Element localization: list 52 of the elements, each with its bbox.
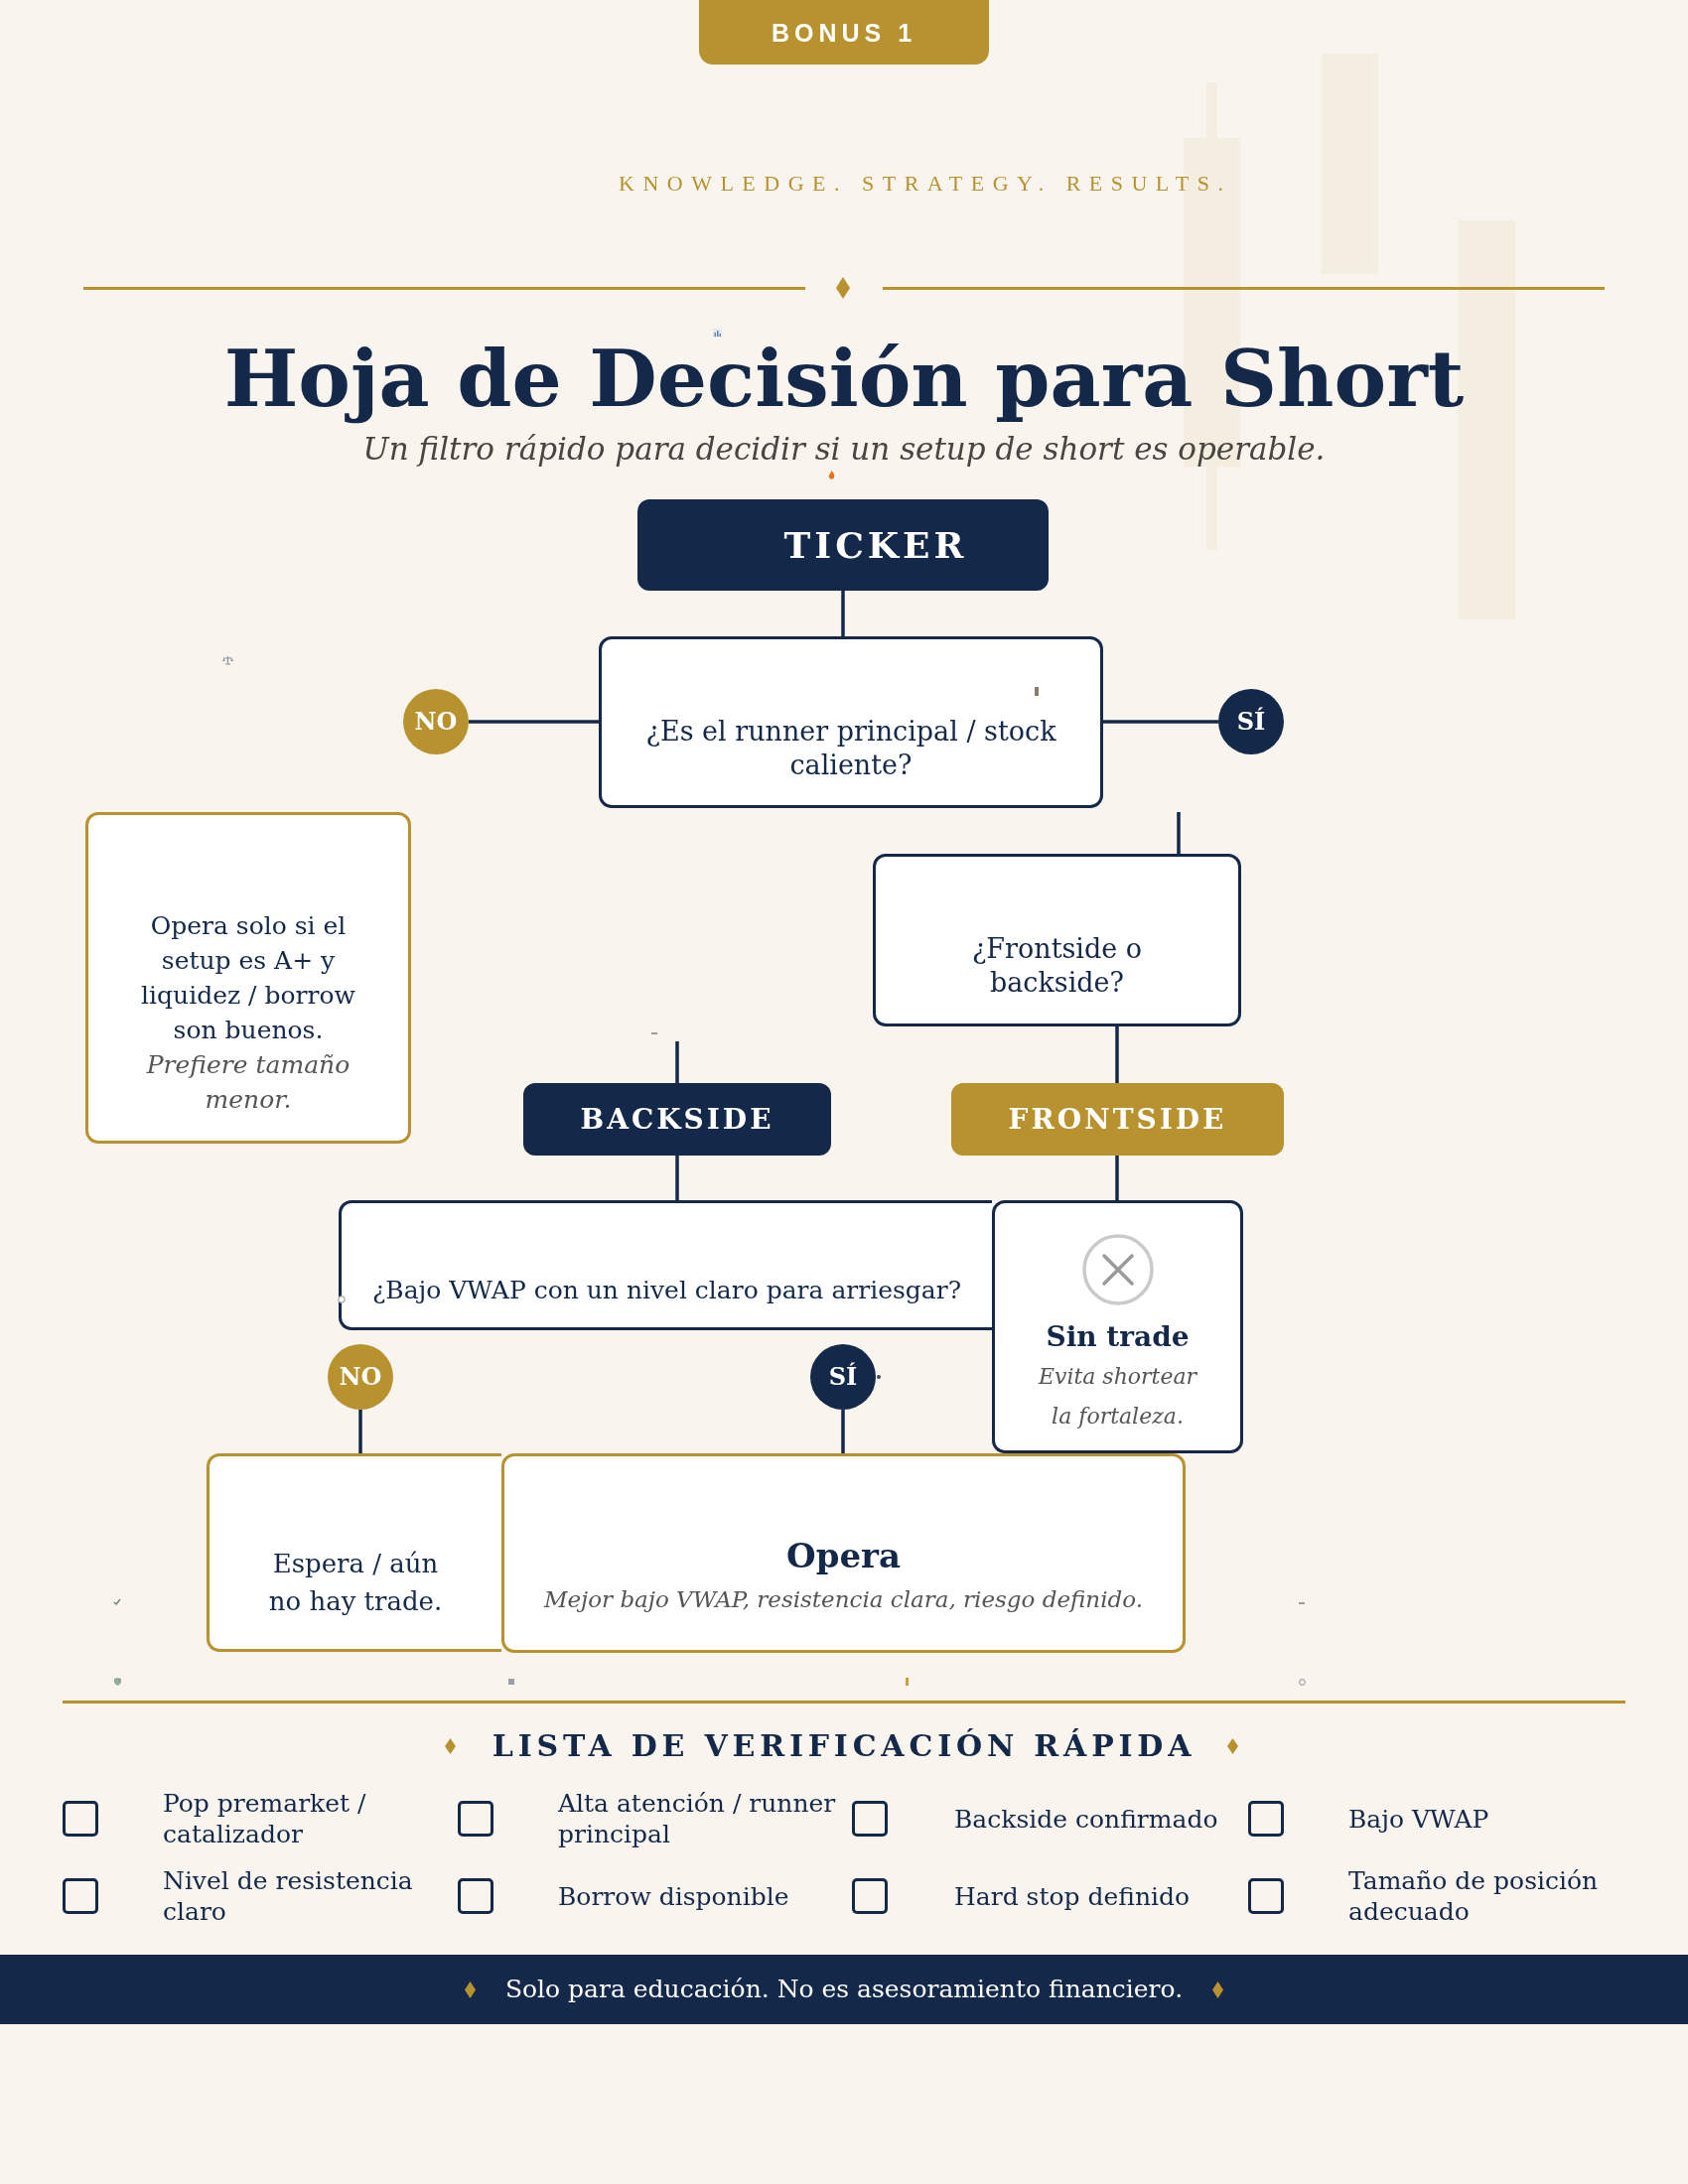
question-text: ¿Bajo VWAP con un nivel claro para arriesgar? (371, 1275, 962, 1306)
checklist-item: Tamaño de posición adecuado (1348, 1865, 1600, 1927)
answer-label: NO (414, 707, 458, 737)
outcome-card (207, 1453, 501, 1652)
disclaimer-text: Solo para educación. No es asesoramiento financiero. (504, 1974, 1184, 2005)
box-label: FRONTSIDE (1008, 1101, 1227, 1138)
connector-line (1103, 720, 1218, 724)
outcome-title: Sin trade (1046, 1319, 1190, 1355)
decision-box (599, 636, 1103, 808)
outcome-text: Espera / aún no hay trade. (267, 1548, 444, 1618)
note-text: Prefiere tamaño menor. (145, 1049, 352, 1116)
outcome-card (992, 1200, 1243, 1453)
connector-line (469, 720, 599, 724)
box-label: TICKER (783, 523, 968, 567)
start-box (637, 499, 1049, 591)
outcome-card (501, 1453, 1186, 1653)
checklist-item: Borrow disponible (558, 1880, 789, 1912)
box-label: BACKSIDE (580, 1101, 774, 1138)
question-text: ¿Frontside o backside? (970, 932, 1144, 1000)
decision-box (339, 1200, 992, 1330)
answer-label: NO (339, 1362, 382, 1392)
connector-line (841, 591, 845, 636)
page-title: Hoja de Decisión para Short (223, 340, 1465, 427)
checklist-item: Pop premarket / catalizador (163, 1788, 367, 1849)
connector-line (358, 1410, 362, 1453)
tagline-text: KNOWLEDGE. STRATEGY. RESULTS. (619, 170, 1232, 198)
tab-label: BONUS 1 (771, 17, 917, 48)
branch-box (951, 1083, 1284, 1156)
checklist-item: Bajo VWAP (1348, 1803, 1489, 1835)
decision-box (873, 854, 1241, 1026)
checklist-item: Nivel de resistencia claro (163, 1865, 414, 1927)
connector-line (675, 1041, 679, 1083)
question-text: ¿Es el runner principal / stock caliente? (644, 715, 1057, 782)
checklist-item: Alta atención / runner principal (558, 1788, 837, 1849)
connector-line (1115, 1026, 1119, 1083)
branch-box (523, 1083, 831, 1156)
section-heading: LISTA DE VERIFICACIÓN RÁPIDA (492, 1727, 1196, 1765)
header-tab (699, 0, 989, 65)
subtitle: Un filtro rápido para decidir si un setup de short es operable. (362, 430, 1326, 468)
connector-line (675, 1156, 679, 1200)
answer-label: SÍ (1236, 707, 1266, 737)
body-text: Opera solo si el setup es A+ y liquidez / borrow son buenos. (140, 910, 356, 1046)
note-card (85, 812, 411, 1144)
outcome-title: Opera (786, 1535, 901, 1577)
note-text: Mejor bajo VWAP, resistencia clara, riesgo definido. (543, 1585, 1144, 1614)
note-text: Evita shortear la fortaleza. (1037, 1363, 1198, 1431)
connector-line (841, 1410, 845, 1453)
answer-label: SÍ (828, 1362, 858, 1392)
checklist-item: Hard stop definido (954, 1880, 1191, 1912)
connector-line (1177, 812, 1181, 854)
connector-line (1115, 1156, 1119, 1200)
checklist-item: Backside confirmado (954, 1803, 1218, 1835)
